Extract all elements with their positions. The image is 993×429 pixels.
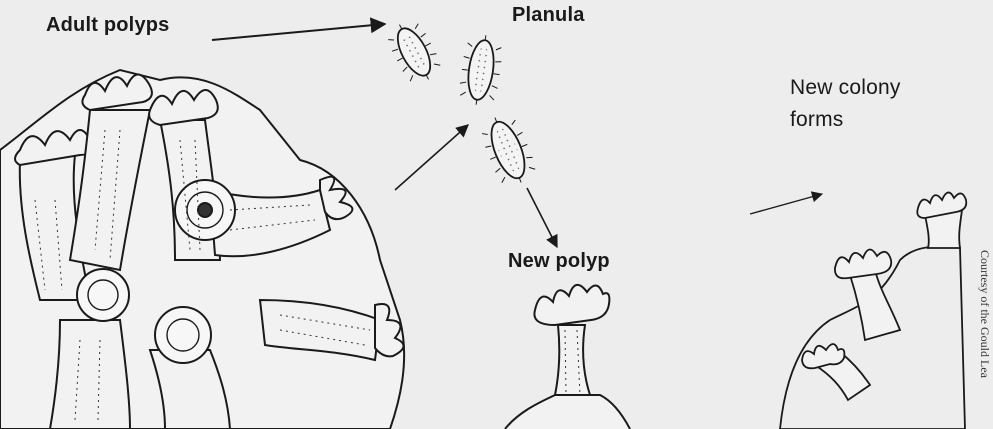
label-planula: Planula <box>512 4 585 27</box>
new-colony-drawing <box>780 192 966 429</box>
planula-larva-2 <box>457 33 504 108</box>
adult-polyp-colony <box>0 70 404 429</box>
label-new-colony-line2: forms <box>790 104 901 136</box>
label-new-colony: New colony forms <box>790 72 901 136</box>
label-new-polyp: New polyp <box>508 250 610 273</box>
image-credit: Courtesy of the Gould Lea <box>977 250 992 378</box>
new-polyp-drawing <box>505 285 630 429</box>
oral-disc-3 <box>155 307 211 363</box>
oral-disc-1 <box>77 269 129 321</box>
label-new-colony-line1: New colony <box>790 72 901 104</box>
polyp-6 <box>50 320 130 429</box>
label-adult-polyps: Adult polyps <box>46 14 170 37</box>
planula-larva-1 <box>383 16 446 89</box>
arrow-to-new-colony <box>750 194 822 214</box>
planula-larva-3 <box>476 110 539 190</box>
arrow-adult-to-planula <box>212 24 385 40</box>
arrow-planula-to-polyp <box>527 188 557 247</box>
arrow-colony-release <box>395 125 468 190</box>
